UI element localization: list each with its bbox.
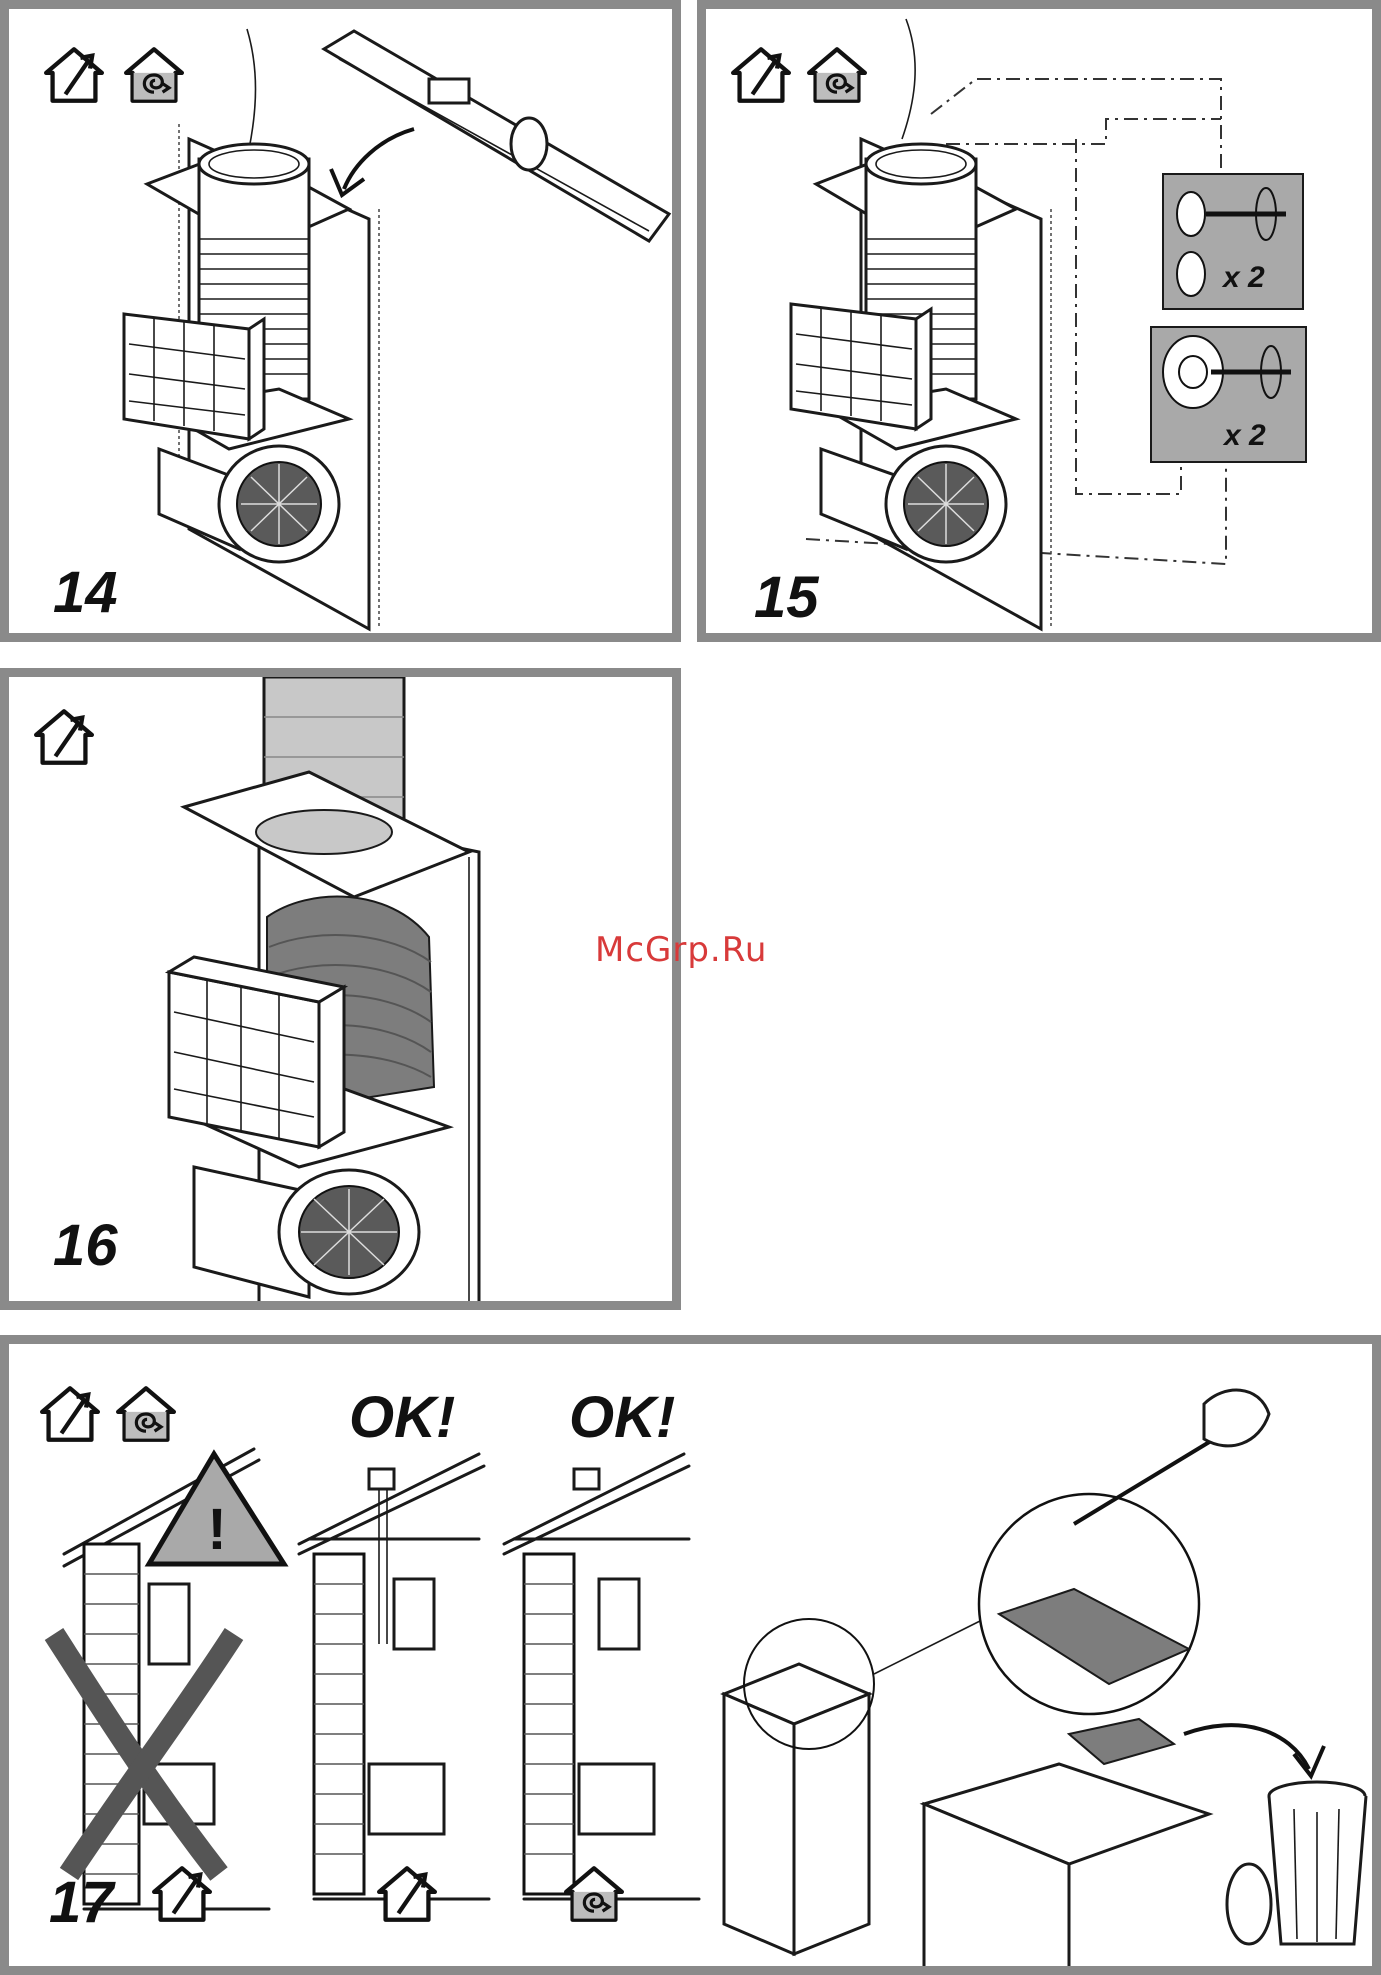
recirculation-icon: [118, 1388, 174, 1439]
ducted-exhaust-icon: [733, 49, 789, 100]
recirculation-icon: [126, 49, 182, 100]
scene-cut-template: [724, 1390, 1366, 1975]
watermark: McGrp.Ru: [595, 930, 767, 970]
ok-label-2: OK!: [569, 1384, 675, 1451]
ducted-exhaust-icon: [36, 711, 92, 762]
ducted-exhaust-icon: [46, 49, 102, 100]
step-17-panel: !: [0, 1335, 1381, 1975]
scene-ok-2: [504, 1454, 699, 1899]
step-15-panel: x 2 x 2 15: [697, 0, 1381, 642]
ok-label-1: OK!: [349, 1384, 455, 1451]
step-14-panel: 14: [0, 0, 681, 642]
step-17-illustration: !: [9, 1344, 1381, 1975]
detail-1-quantity: x 2: [1223, 261, 1265, 295]
scene-ok-1: [299, 1454, 489, 1899]
detail-2-quantity: x 2: [1224, 419, 1266, 453]
step-15-number: 15: [754, 564, 819, 631]
step-16-number: 16: [53, 1212, 118, 1279]
step-14-illustration: [9, 9, 681, 642]
step-14-number: 14: [53, 559, 118, 626]
ducted-exhaust-icon: [379, 1868, 435, 1919]
step-16-panel: 16: [0, 668, 681, 1310]
warning-symbol: !: [207, 1497, 226, 1562]
recirculation-icon: [809, 49, 865, 100]
ducted-exhaust-icon: [42, 1388, 98, 1439]
step-15-illustration: [706, 9, 1381, 642]
scene-incorrect: !: [54, 1449, 284, 1909]
ducted-exhaust-icon: [154, 1868, 210, 1919]
step-17-number: 17: [49, 1869, 114, 1936]
